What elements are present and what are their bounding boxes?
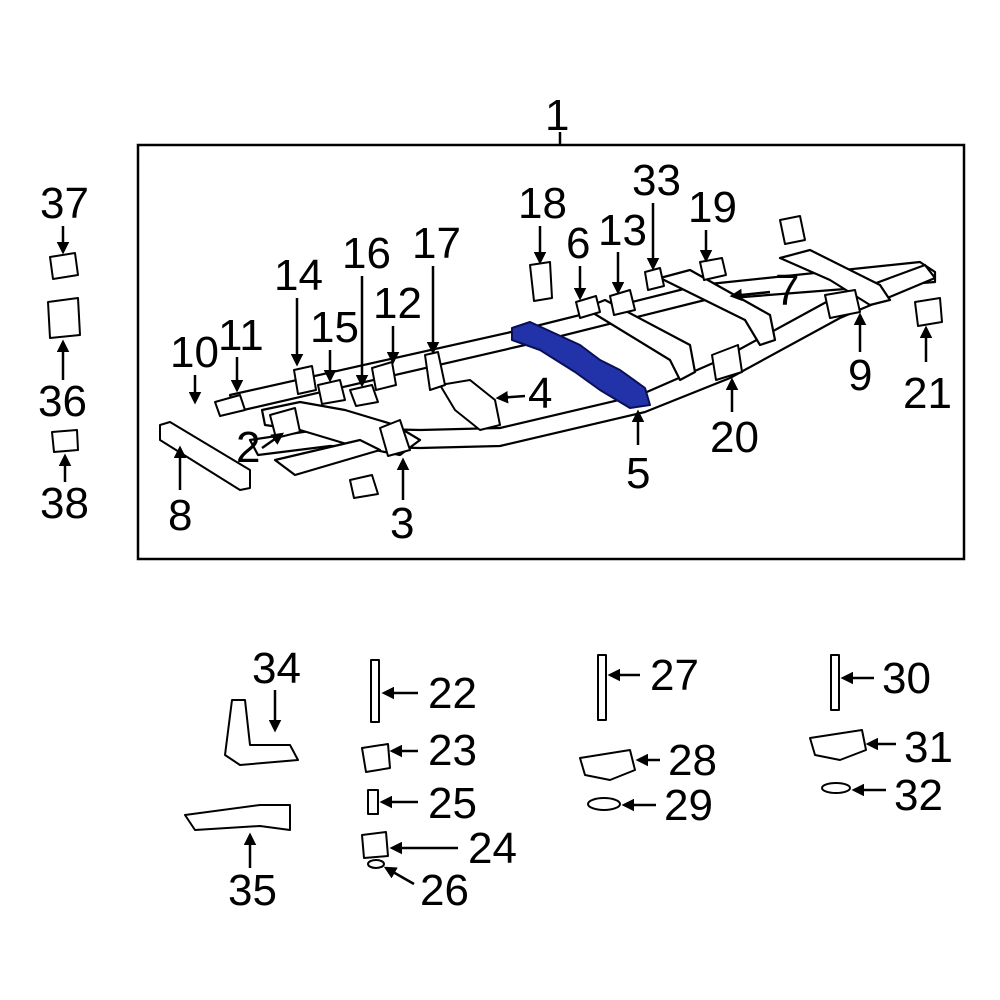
part-21 <box>914 297 943 327</box>
callout-1[interactable]: 1 <box>545 91 569 140</box>
part-26-washer <box>367 859 385 869</box>
part-22-bolt <box>370 659 380 723</box>
callout-8[interactable]: 8 <box>168 491 192 540</box>
callout-36[interactable]: 36 <box>38 377 87 426</box>
part-30-bolt <box>830 654 840 711</box>
part-8-plate <box>159 421 251 491</box>
callout-2[interactable]: 2 <box>236 423 260 472</box>
part-29-washer <box>587 797 621 811</box>
bracket-16 <box>349 384 379 407</box>
callout-2-arrow <box>261 432 285 450</box>
callout-33[interactable]: 33 <box>632 156 681 205</box>
frame-assembly-box <box>136 143 966 561</box>
front-cross-beam <box>273 438 382 477</box>
callout-5[interactable]: 5 <box>626 449 650 498</box>
callout-7[interactable]: 7 <box>775 266 799 315</box>
bracket-13 <box>609 289 636 316</box>
bracket-4 <box>439 379 501 431</box>
callout-21[interactable]: 21 <box>903 369 952 418</box>
callout-3[interactable]: 3 <box>390 499 414 548</box>
callout-7-arrow <box>729 288 771 302</box>
callout-6[interactable]: 6 <box>566 219 590 268</box>
bracket-15 <box>317 379 346 405</box>
bracket-11 <box>214 394 246 417</box>
callout-29[interactable]: 29 <box>664 781 713 830</box>
callout-18[interactable]: 18 <box>518 179 567 228</box>
callout-30[interactable]: 30 <box>882 654 931 703</box>
part-35-bracket <box>184 804 291 831</box>
bracket-14 <box>293 365 317 395</box>
callout-12[interactable]: 12 <box>373 279 422 328</box>
callout-11[interactable]: 11 <box>218 311 264 360</box>
part-28-mount <box>579 749 636 781</box>
callout-31[interactable]: 31 <box>904 723 953 772</box>
callout-19[interactable]: 19 <box>688 183 737 232</box>
rear-crossmember-a <box>583 298 697 382</box>
callout-35[interactable]: 35 <box>228 866 277 915</box>
part-34-bracket <box>224 699 299 766</box>
callout-4-arrow <box>495 391 526 404</box>
part-24-bushing <box>361 831 389 859</box>
callout-32[interactable]: 32 <box>894 771 943 820</box>
bracket-3 <box>379 419 411 457</box>
bracket-9 <box>824 289 861 319</box>
part-31-mount <box>809 729 867 761</box>
callout-34[interactable]: 34 <box>252 644 301 693</box>
callout-26-arrow <box>383 866 415 886</box>
callout-4[interactable]: 4 <box>528 369 552 418</box>
frame-illustration <box>214 215 937 499</box>
part-37 <box>49 252 79 280</box>
bracket-2 <box>269 407 301 439</box>
callout-27[interactable]: 27 <box>650 651 699 700</box>
callout-22[interactable]: 22 <box>428 669 477 718</box>
callout-23[interactable]: 23 <box>428 726 477 775</box>
callout-9[interactable]: 9 <box>848 351 872 400</box>
bracket-33 <box>644 267 665 291</box>
bracket-20 <box>711 344 743 381</box>
callout-37[interactable]: 37 <box>40 179 89 228</box>
rear-crossmember-b <box>658 268 777 347</box>
callout-14[interactable]: 14 <box>274 251 323 300</box>
part-18 <box>529 261 553 302</box>
callout-38[interactable]: 38 <box>40 479 89 528</box>
callout-25[interactable]: 25 <box>428 779 477 828</box>
callout-15[interactable]: 15 <box>310 303 359 352</box>
callout-16[interactable]: 16 <box>342 229 391 278</box>
bracket-top-rear <box>779 215 806 245</box>
callout-13[interactable]: 13 <box>598 206 647 255</box>
callout-17[interactable]: 17 <box>412 219 461 268</box>
bracket-19 <box>699 257 727 281</box>
bracket-loose <box>349 474 379 499</box>
rear-crossmember-c <box>778 248 892 307</box>
bracket-12 <box>371 361 397 391</box>
part-38 <box>51 429 79 453</box>
part-25-sleeve <box>367 789 379 815</box>
part-36 <box>47 297 81 339</box>
callout-26[interactable]: 26 <box>420 866 469 915</box>
callout-20[interactable]: 20 <box>710 413 759 462</box>
part-23-bushing <box>361 743 391 773</box>
part-32-washer <box>821 782 851 794</box>
bracket-6 <box>575 295 601 319</box>
callout-24[interactable]: 24 <box>468 824 517 873</box>
part-27-bolt <box>597 654 607 721</box>
part-5-highlighted-crossmember <box>511 321 651 409</box>
callout-28[interactable]: 28 <box>668 736 717 785</box>
callout-10[interactable]: 10 <box>170 328 219 377</box>
